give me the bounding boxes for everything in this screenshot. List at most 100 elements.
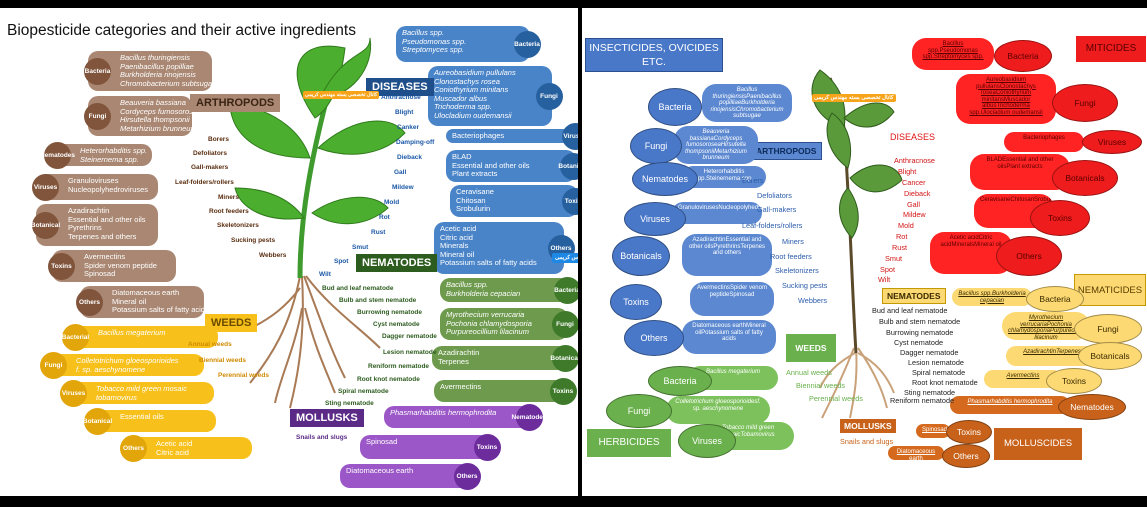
disease-type-label: Smut	[885, 254, 903, 263]
category-ellipse: Toxins	[1046, 368, 1102, 394]
ingredient-item: Potassium salts of fatty acids	[440, 258, 537, 268]
ingredient-box: Diatomaceous earthMineral oilPotassium s…	[682, 320, 776, 354]
category-circle: Bacterial	[62, 323, 89, 351]
weed-type-label: Perennial weeds	[218, 372, 269, 379]
ingredient-item: Ulocladium oudemansii	[980, 109, 1043, 116]
nematode-type-label: Root knot nematode	[357, 376, 420, 383]
ingredient-item: Beauveria bassiana	[120, 98, 186, 107]
header-arthropods: ARTHROPODS	[190, 94, 281, 112]
ingredient-item: Mineral oil	[974, 241, 1002, 248]
ingredient-item: Pyrethrins	[713, 243, 741, 250]
ingredient-item: Bacillus megaterium	[705, 369, 761, 375]
ingredient-box: Avermectins	[984, 370, 1062, 388]
ingredient-box: Spinosad	[360, 435, 490, 459]
ingredient-item: Bacillus thuringiensis	[120, 53, 191, 62]
category-circle: Toxins	[473, 433, 501, 461]
ingredient-item: Diatomaceous earth	[346, 466, 414, 475]
ingredient-item: Hirsutella thompsonii	[120, 115, 190, 125]
ingredient-item: Heterorhabditis spp.	[80, 146, 148, 155]
ingredient-box: Bacillus spp.Pseudomonas spp.Streptomyce…	[396, 26, 530, 62]
disease-type-label: Cancer	[902, 178, 926, 187]
ingredient-item: Colletotrichum gloeosporioides	[76, 356, 179, 365]
ingredient-box: Bacillus spp.Burkholderia cepacian	[952, 288, 1032, 306]
ingredient-item: Mineral oil	[440, 249, 475, 259]
ingredient-item: Spider venom peptide	[709, 285, 767, 298]
nematode-type-label: Bud and leaf nematode	[872, 306, 948, 315]
ingredient-item: Essential and other oils	[688, 237, 762, 250]
ingredient-item: Pochonia chlamydosporia	[1008, 321, 1072, 335]
root-line	[304, 307, 336, 394]
ingredient-item: Pseudomonas spp.	[402, 36, 467, 46]
nematode-type-label: Sting nematode	[325, 400, 374, 407]
ingredient-item: Aureobasidium pullulans	[976, 77, 1027, 90]
category-circle: Bacteria	[553, 276, 578, 304]
ingredient-item: Srobulurin	[456, 204, 491, 214]
ingredient-box: Bacillus spp.Pseudomonas spp.Streptomyce…	[912, 38, 994, 70]
category-ellipse: Fungi	[1074, 314, 1142, 344]
disease-type-label: Wilt	[319, 271, 331, 278]
category-ellipse: Nematodes	[632, 162, 698, 196]
leaf-shape	[296, 45, 346, 119]
category-ellipse: Bacteria	[648, 366, 712, 396]
watermark-tag: کانال تخصصی بسته مهندس کریمی	[812, 94, 896, 102]
header-weeds-r: WEEDS	[786, 334, 836, 362]
root-line	[289, 275, 304, 409]
ingredient-item: Burkholderia cepacian	[979, 291, 1026, 304]
nematode-type-label: Burrowing nematode	[886, 328, 954, 337]
ingredient-item: Citric acid	[940, 235, 993, 248]
category-ellipse: Bacteria	[1026, 286, 1084, 312]
ingredient-item: Bacteriophages	[452, 131, 505, 140]
nematode-type-label: Reniform nematode	[368, 363, 430, 370]
root-line	[857, 352, 895, 394]
ingredient-item: Avermectins	[84, 252, 126, 261]
ingredient-box: Diatomaceous earth	[888, 446, 944, 460]
weed-type-label: Perennial weeds	[809, 394, 863, 403]
ingredient-item: Clonostachys rosea	[980, 83, 1036, 97]
ingredient-item: Acetic acid	[949, 235, 979, 241]
ingredient-item: Spider venom peptide	[84, 260, 157, 270]
ingredient-item: Avermectins	[1006, 373, 1040, 379]
ingredient-item: Cordyceps fumosorosea	[120, 106, 192, 116]
header-weeds: WEEDS	[205, 314, 258, 332]
category-circle: Others	[453, 462, 481, 490]
ingredient-item: Minerals	[440, 241, 469, 251]
pest-type-label: Leaf-folders/rollers	[175, 179, 234, 186]
weed-type-label: Biennial weeds	[199, 357, 246, 364]
ingredient-item: Essential and other oils	[997, 157, 1054, 170]
category-ellipse: Viruses	[678, 424, 736, 458]
ingredient-box: Bacillus megaterium	[66, 326, 218, 348]
pest-type-label: Skeletonizers	[775, 266, 819, 275]
category-circle: Toxins	[48, 252, 75, 280]
ingredient-item: Bacillus spp.	[928, 41, 964, 54]
category-circle: Others	[76, 288, 103, 316]
pest-type-label: Miners	[218, 194, 239, 201]
pest-type-label: Root feeders	[770, 252, 812, 261]
header-nematodes: NEMATODES	[356, 254, 438, 272]
ingredient-item: Pochonia chlamydosporia	[446, 318, 532, 328]
weed-type-label: Annual weeds	[188, 341, 232, 348]
ingredient-item: Terpenes	[438, 356, 469, 366]
pest-type-label: Root feeders	[209, 208, 249, 215]
nematode-type-label: Bud and leaf nematode	[322, 285, 394, 292]
nematode-type-label: Bulb and stem nematode	[879, 317, 961, 326]
category-circle: Botanical	[83, 407, 112, 435]
ingredient-item: Purpureocillium lilacinum	[1034, 328, 1090, 340]
category-circle: Others	[120, 434, 147, 462]
ingredient-item: Potassium salts of fatty acids	[701, 329, 763, 343]
ingredient-item: Paenibacillus popilliae	[120, 61, 194, 71]
header-arthropods-r: ARTHROPODS	[750, 142, 823, 160]
leaf-shape	[319, 37, 372, 99]
ingredient-item: Steinernema spp.	[706, 175, 754, 182]
root-line	[849, 347, 858, 419]
category-ellipse: Toxins	[610, 284, 662, 320]
ingredient-item: Spinosad	[366, 437, 398, 446]
ingredient-item: Citric acid	[440, 232, 473, 242]
ingredient-item: Terpenes and others	[68, 231, 137, 241]
nematode-type-label: Spiral nematode	[912, 368, 966, 377]
ingredient-item: Coniothyrium minitans	[434, 85, 509, 95]
root-line	[819, 352, 856, 389]
